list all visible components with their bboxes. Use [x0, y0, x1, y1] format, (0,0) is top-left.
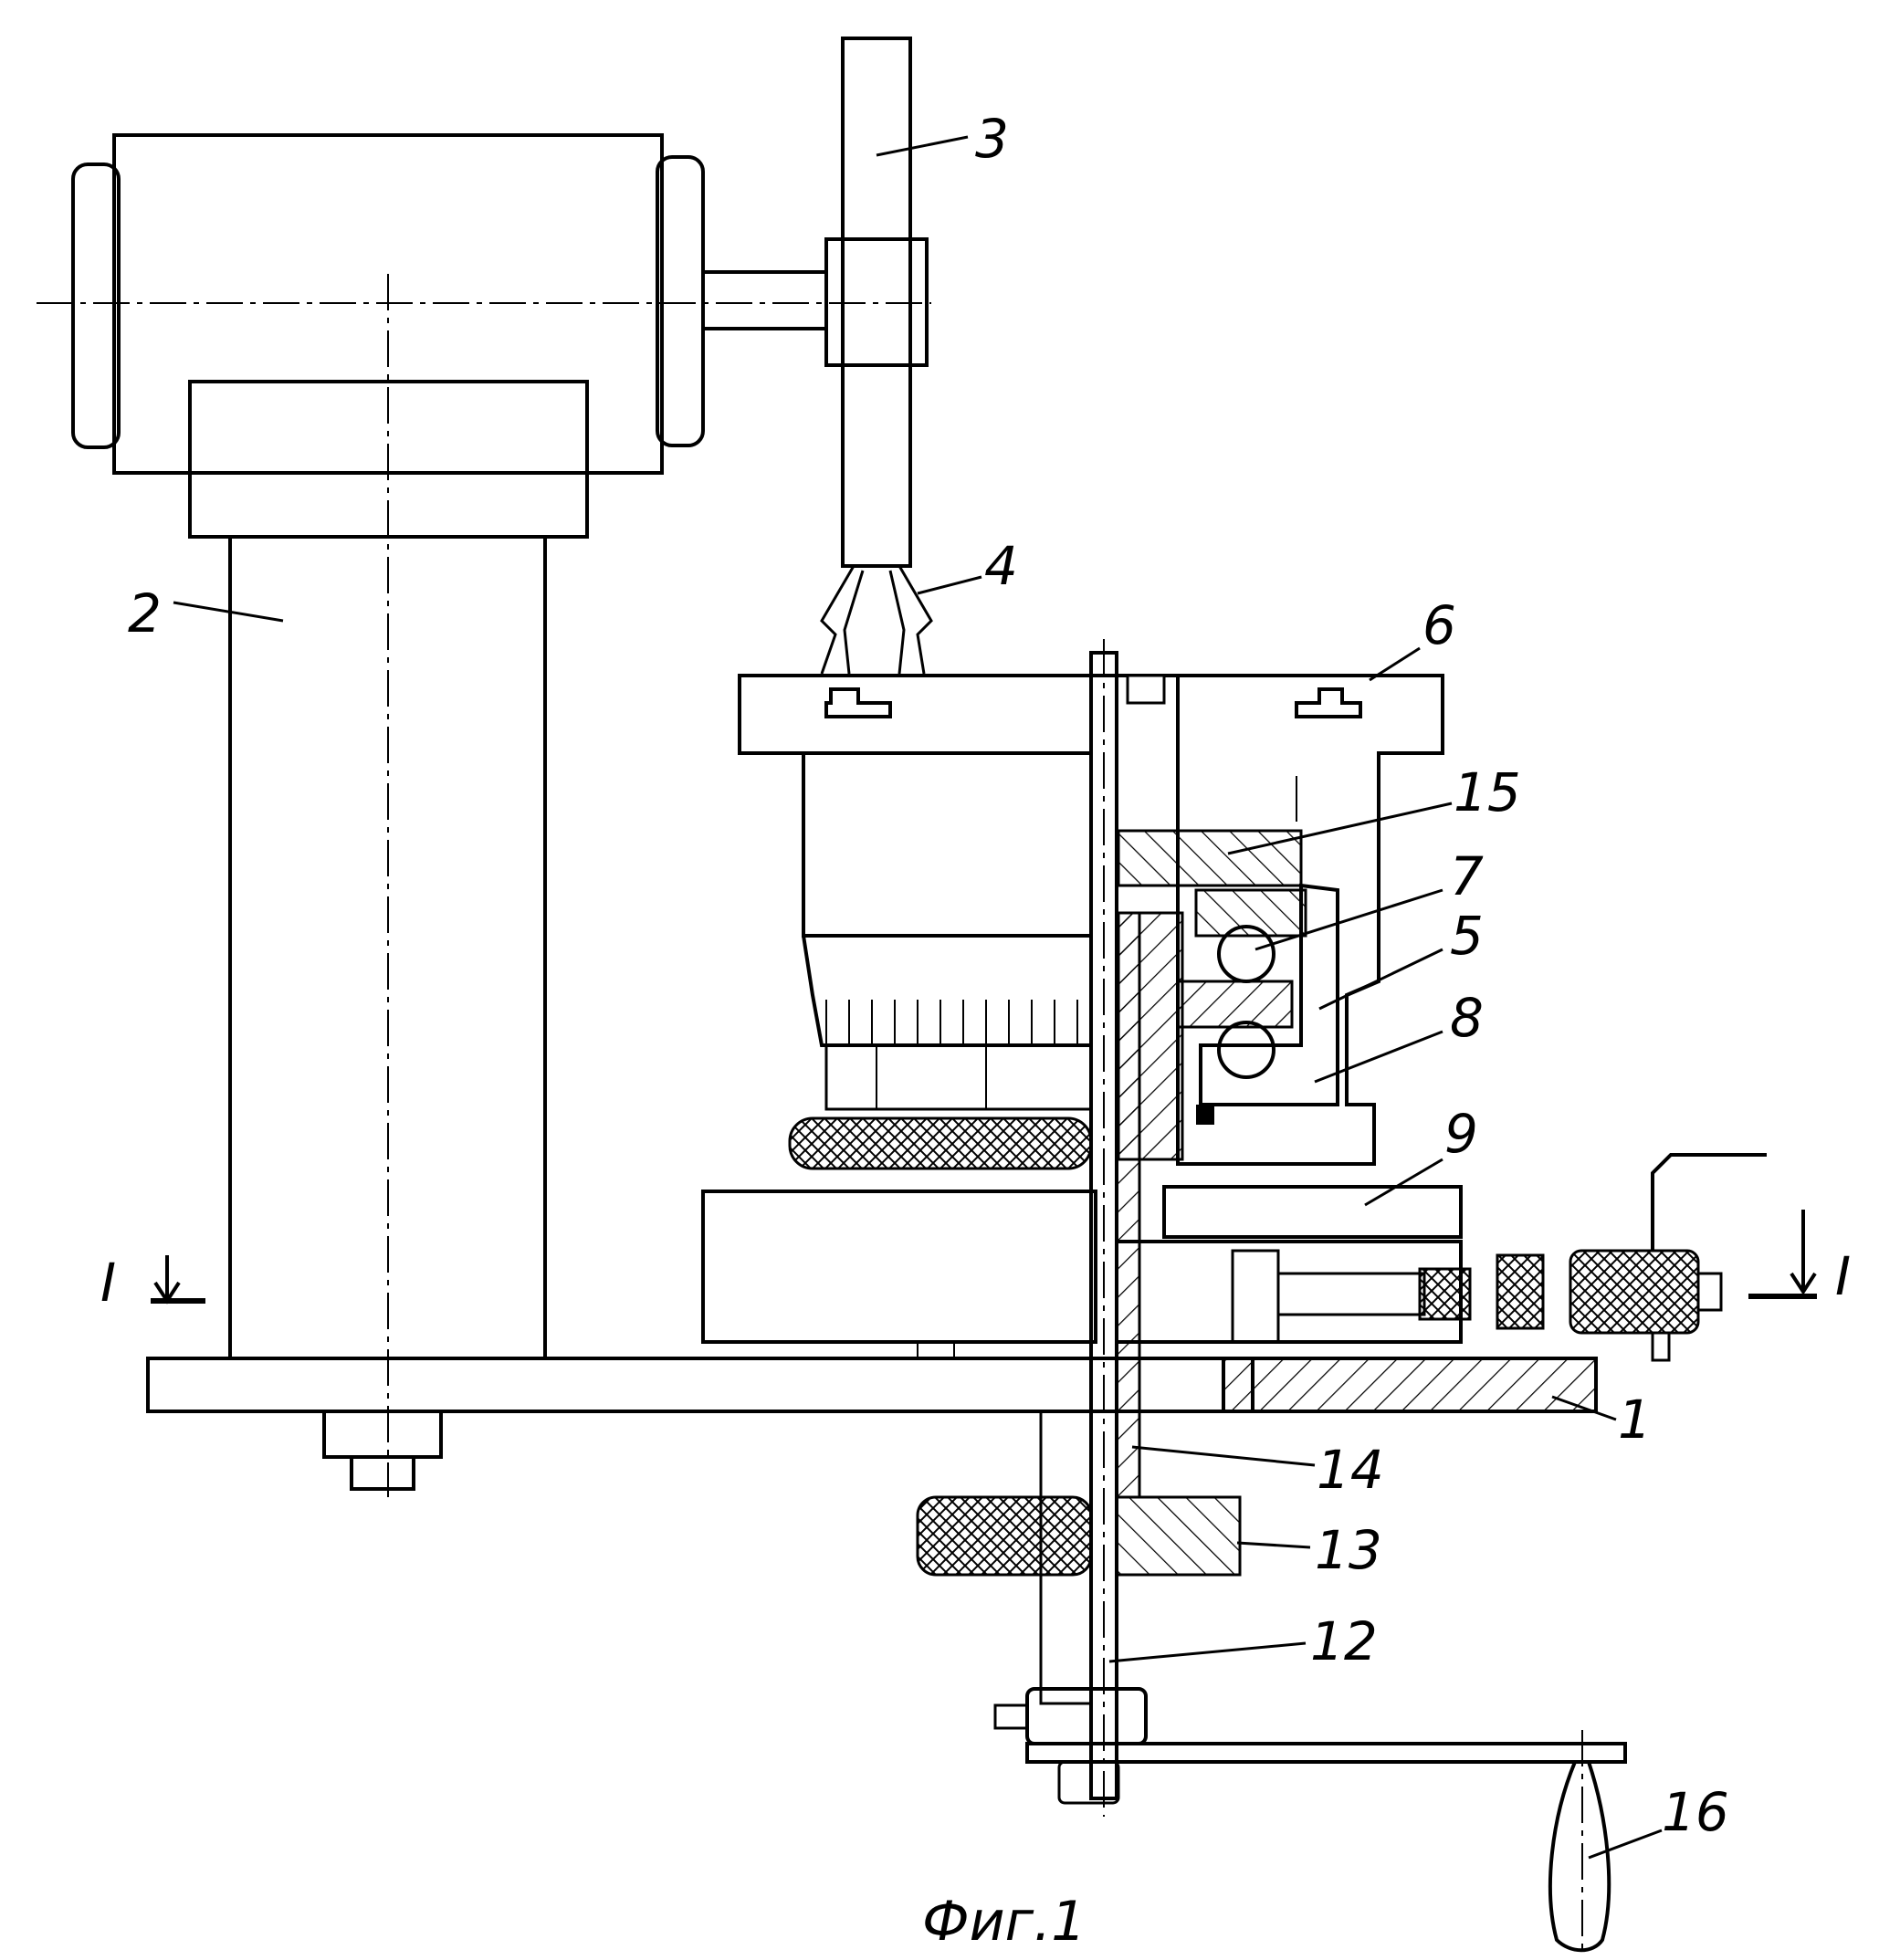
- label-3: 3: [975, 108, 1009, 170]
- label-4: 4: [984, 535, 1018, 597]
- section-marks: [151, 1210, 1817, 1301]
- section-mark-right: I: [1835, 1245, 1851, 1307]
- bearing-housing: [1118, 776, 1338, 1159]
- label-2: 2: [128, 582, 162, 645]
- label-9: 9: [1444, 1103, 1478, 1165]
- section-mark-left: I: [100, 1252, 116, 1314]
- knurled-ring: [790, 1118, 1091, 1169]
- label-1: 1: [1618, 1389, 1652, 1451]
- label-8: 8: [1450, 987, 1484, 1049]
- cutting-tool: [822, 566, 931, 674]
- leader-lines: [173, 137, 1662, 1858]
- label-12: 12: [1310, 1610, 1378, 1672]
- handwheel: [918, 1497, 1240, 1575]
- spindle-shaft: [1041, 639, 1139, 1817]
- label-16: 16: [1662, 1781, 1729, 1843]
- electric-motor: [37, 135, 931, 473]
- label-13: 13: [1315, 1519, 1382, 1581]
- part-labels: 3 4 2 6 15 7 5 8 9 1 14 13 12 16 I I: [100, 108, 1851, 1843]
- label-7: 7: [1450, 845, 1484, 907]
- slide: [1118, 1155, 1767, 1360]
- label-5: 5: [1450, 905, 1484, 967]
- lower-housing: [703, 1191, 1096, 1342]
- figure-caption: Фиг.1: [922, 1890, 1086, 1954]
- pedestal: [190, 274, 587, 1497]
- label-14: 14: [1317, 1439, 1384, 1501]
- label-15: 15: [1454, 761, 1521, 823]
- label-6: 6: [1422, 594, 1456, 656]
